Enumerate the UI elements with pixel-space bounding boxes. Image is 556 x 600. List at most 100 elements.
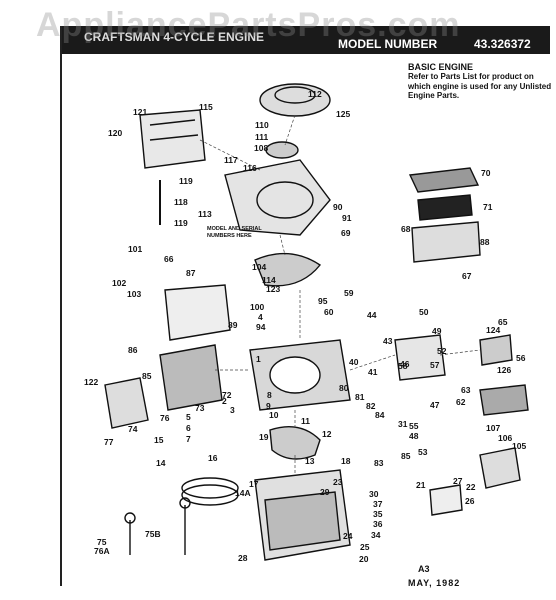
label-23: 23 [333,477,343,487]
fuel-pump-shape [479,334,513,366]
label-66: 66 [164,254,174,264]
label-84: 84 [375,410,385,420]
label-118: 118 [174,197,188,207]
label-69: 69 [341,228,351,238]
label-46: 46 [400,359,410,369]
air-filter-cover-shape [408,167,480,193]
watermark: AppliancePartsPros.com [36,6,461,44]
label-21: 21 [416,480,426,490]
label-76a: 76A [94,546,110,556]
label-113: 113 [198,209,212,219]
label-53: 53 [418,447,428,457]
label-63: 63 [461,385,471,395]
header-bar [60,26,550,54]
label-50: 50 [419,307,429,317]
label-106: 106 [498,433,512,443]
label-111: 111 [255,132,269,142]
label-36: 36 [373,519,383,529]
label-77: 77 [104,437,114,447]
label-82: 82 [366,401,376,411]
label-16: 16 [208,453,218,463]
label-2: 2 [222,396,227,406]
label-5: 5 [186,412,191,422]
label-65: 65 [498,317,508,327]
air-filter-shape [417,194,473,221]
label-52: 52 [437,346,447,356]
basic-engine-title: BASIC ENGINE [408,62,474,72]
label-7: 7 [186,434,191,444]
label-19: 19 [259,432,269,442]
label-28: 28 [238,553,248,563]
carburetor-shape [394,334,446,381]
label-22: 22 [466,482,476,492]
label-75: 75 [97,537,107,547]
label-70: 70 [481,168,491,178]
label-94: 94 [256,322,266,332]
label-68: 68 [401,224,411,234]
label-27: 27 [453,476,463,486]
label-55: 55 [409,421,419,431]
leader-lines [199,114,481,475]
label-58: 58 [398,361,408,371]
muffler-shape [139,109,206,169]
label-125: 125 [336,109,350,119]
baffle-shape [104,377,149,429]
label-85b: 85 [401,451,411,461]
model-number-value: 43.326372 [474,37,531,51]
label-37: 37 [373,499,383,509]
label-67: 67 [462,271,472,281]
bracket-plate-shape [164,284,231,341]
label-72: 72 [222,390,232,400]
label-18: 18 [341,456,351,466]
label-3: 3 [230,405,235,415]
crankshaft-shape [269,426,321,460]
label-95: 95 [318,296,328,306]
starter-cup-shape [265,141,299,159]
label-121: 121 [133,107,147,117]
label-88: 88 [480,237,490,247]
label-126: 126 [497,365,511,375]
label-114: 114 [262,275,276,285]
label-87: 87 [186,268,196,278]
footer-date: MAY, 1982 [408,578,461,588]
label-35: 35 [373,509,383,519]
label-57: 57 [430,360,440,370]
label-119: 119 [179,176,193,186]
label-40: 40 [349,357,359,367]
footer-code: A3 [418,564,430,574]
label-25: 25 [360,542,370,552]
label-105: 105 [512,441,526,451]
label-4: 4 [258,312,263,322]
label-122: 122 [84,377,98,387]
label-83: 83 [374,458,384,468]
part-drawings [104,83,529,561]
fuel-tank-shape [479,447,521,489]
label-119b: 119 [174,218,188,228]
label-8: 8 [267,390,272,400]
label-12: 12 [322,429,332,439]
label-13: 13 [305,456,315,466]
label-1: 1 [256,354,261,364]
svg-text:NUMBERS HERE: NUMBERS HERE [207,233,252,239]
label-60: 60 [324,307,334,317]
label-110: 110 [255,120,269,130]
label-15: 15 [154,435,164,445]
label-41: 41 [368,367,378,377]
label-10: 10 [269,410,279,420]
label-59: 59 [344,288,354,298]
label-115: 115 [199,102,213,112]
label-103: 103 [127,289,141,299]
label-85: 85 [142,371,152,381]
label-104: 104 [252,262,266,272]
part-number-labels: 112 125 115 121 120 110 111 108 117 116 … [84,89,526,564]
label-43: 43 [383,336,393,346]
label-112: 112 [308,89,322,99]
label-76: 76 [160,413,170,423]
flywheel-shape [254,252,322,287]
label-49: 49 [432,326,442,336]
blower-housing-shape [224,159,331,236]
label-124: 124 [486,325,500,335]
label-107: 107 [486,423,500,433]
label-24: 24 [343,531,353,541]
